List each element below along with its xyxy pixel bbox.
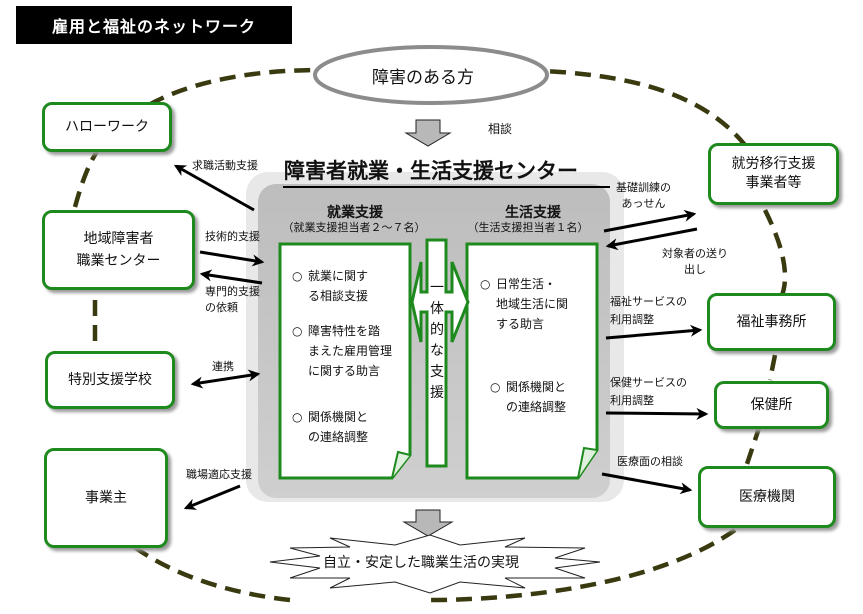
employment-staff: （就業支援担当者２～７名） xyxy=(282,221,426,234)
arrow-workplace xyxy=(183,484,241,510)
arrow-cooperation xyxy=(190,369,261,389)
arrow-basic-training xyxy=(603,209,697,233)
label-welfare-service: 福祉サービスの 利用調整 xyxy=(610,295,687,326)
diagram-title: 雇用と福祉のネットワーク xyxy=(16,6,292,44)
arrow-job-search xyxy=(173,164,255,212)
bullet-icon: ○ xyxy=(490,380,501,394)
person-label: 障害のある方 xyxy=(372,68,474,88)
node-welfare-office[interactable]: 福祉事務所 xyxy=(707,293,836,351)
bullet-icon: ○ xyxy=(480,277,491,291)
label-referral: 対象者の送り 出し xyxy=(662,247,728,276)
person-ellipse xyxy=(313,45,549,105)
life-heading: 生活支援 xyxy=(505,205,561,221)
employment-item-2: ○障害特性を踏 まえた雇用管理 に関する助言 xyxy=(292,324,393,378)
label-workplace-adaptation: 職場適応支援 xyxy=(186,468,252,481)
node-transition-provider[interactable]: 就労移行支援 事業者等 xyxy=(708,143,839,205)
arrow-medical xyxy=(601,472,693,495)
network-ring xyxy=(72,67,788,603)
consult-arrow xyxy=(404,119,452,147)
label-cooperation: 連携 xyxy=(212,360,234,373)
node-special-school[interactable]: 特別支援学校 xyxy=(45,351,175,409)
life-staff: （生活支援担当者１名） xyxy=(467,221,589,234)
label-medical-consult: 医療面の相談 xyxy=(617,455,683,468)
node-medical-institution[interactable]: 医療機関 xyxy=(698,466,836,528)
arrow-welfare xyxy=(605,324,703,340)
node-health-center[interactable]: 保健所 xyxy=(714,381,829,429)
label-specialist-request: 専門的支援 の依頼 xyxy=(205,285,260,314)
node-hello-work[interactable]: ハローワーク xyxy=(42,102,172,152)
arrow-health xyxy=(605,407,709,420)
employment-item-1: ○就業に関す る相談支援 xyxy=(292,269,369,303)
arrow-technical xyxy=(199,250,265,267)
node-employer[interactable]: 事業主 xyxy=(44,448,168,548)
arrow-specialist xyxy=(199,269,263,285)
label-technical: 技術的支援 xyxy=(205,230,260,243)
center-title: 障害者就業・生活支援センター xyxy=(284,159,578,183)
life-item-2: ○関係機関と の連絡調整 xyxy=(490,380,567,414)
label-job-search: 求職活動支援 xyxy=(192,159,258,172)
bullet-icon: ○ xyxy=(292,324,303,338)
node-regional-center[interactable]: 地域障害者 職業センター xyxy=(42,210,195,290)
arrow-referral xyxy=(605,227,698,251)
bullet-icon: ○ xyxy=(292,269,303,283)
goal-burst xyxy=(269,534,601,594)
integrated-support-label: 一 体 的 な 支 援 xyxy=(430,280,444,401)
goal-arrow xyxy=(402,509,454,537)
employment-heading: 就業支援 xyxy=(327,205,383,221)
integrated-arrow xyxy=(410,238,470,468)
label-health-service: 保健サービスの 利用調整 xyxy=(610,376,687,407)
employment-item-3: ○関係機関と の連絡調整 xyxy=(292,410,369,444)
goal-label: 自立・安定した職業生活の実現 xyxy=(323,555,519,571)
label-basic-training: 基礎訓練の あっせん xyxy=(616,181,671,210)
life-item-1: ○日常生活・ 地域生活に関 する助言 xyxy=(480,277,569,331)
bullet-icon: ○ xyxy=(292,410,303,424)
consult-label: 相談 xyxy=(488,122,513,136)
